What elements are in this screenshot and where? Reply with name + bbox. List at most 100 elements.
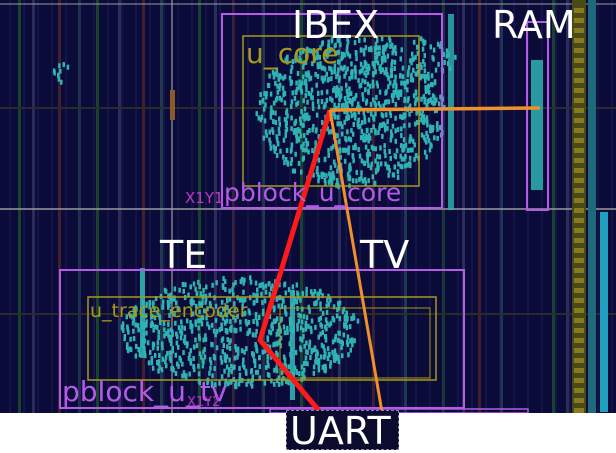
scattered-cell <box>432 47 436 53</box>
trace-placed-cell <box>324 351 327 357</box>
trace-placed-cell <box>240 297 244 303</box>
trace-placed-cell <box>335 355 338 361</box>
resource-column <box>462 0 465 413</box>
trace-placed-cell <box>240 276 244 282</box>
core-placed-cell <box>271 129 275 135</box>
scattered-cell <box>423 53 426 58</box>
trace-placed-cell <box>134 311 137 317</box>
core-placed-cell <box>323 156 327 162</box>
core-placed-cell <box>378 65 381 71</box>
core-placed-cell <box>342 102 345 108</box>
trace-placed-cell <box>252 352 255 358</box>
core-placed-cell <box>327 39 330 45</box>
trace-placed-cell <box>266 335 269 341</box>
core-placed-cell <box>343 158 347 164</box>
tv-annotation: TV <box>360 233 410 277</box>
core-placed-cell <box>363 37 366 43</box>
io-site <box>574 258 584 263</box>
trace-placed-cell <box>236 313 239 319</box>
core-placed-cell <box>369 102 373 107</box>
trace-placed-cell <box>310 349 313 355</box>
core-placed-cell <box>298 128 302 134</box>
io-site <box>574 268 584 273</box>
trace-placed-cell <box>350 316 353 322</box>
trace-placed-cell <box>280 304 284 310</box>
core-placed-cell <box>406 147 410 153</box>
core-placed-cell <box>387 99 391 105</box>
core-placed-cell <box>420 117 423 123</box>
core-placed-cell <box>385 67 388 73</box>
core-placed-cell <box>355 93 358 98</box>
trace-placed-cell <box>334 333 337 339</box>
core-placed-cell <box>341 147 345 153</box>
core-placed-cell <box>424 85 427 91</box>
core-placed-cell <box>399 143 403 149</box>
trace-placed-cell <box>187 292 190 298</box>
core-placed-cell <box>392 92 396 98</box>
core-placed-cell <box>407 69 410 75</box>
io-site <box>574 68 584 73</box>
trace-placed-cell <box>319 315 323 321</box>
trace-placed-cell <box>229 326 232 332</box>
core-placed-cell <box>336 182 340 188</box>
trace-placed-cell <box>179 335 183 341</box>
trace-placed-cell <box>225 354 229 360</box>
trace-placed-cell <box>345 317 349 323</box>
core-placed-cell <box>423 96 427 102</box>
trace-placed-cell <box>209 303 212 309</box>
scattered-cell <box>422 58 425 64</box>
core-placed-cell <box>318 54 321 60</box>
core-placed-cell <box>306 47 310 53</box>
core-placed-cell <box>378 89 382 95</box>
trace-placed-cell <box>203 308 206 314</box>
trace-placed-cell <box>181 361 184 367</box>
trace-placed-cell <box>293 296 297 302</box>
fpga-fabric[interactable] <box>0 0 616 413</box>
core-placed-cell <box>367 138 370 144</box>
core-placed-cell <box>433 108 437 114</box>
trace-placed-cell <box>214 317 218 323</box>
core-placed-cell <box>402 114 406 120</box>
trace-placed-cell <box>313 289 317 294</box>
trace-placed-cell <box>268 314 272 319</box>
trace-placed-cell <box>222 276 225 282</box>
core-placed-cell <box>337 49 341 55</box>
trace-placed-cell <box>243 364 246 370</box>
trace-placed-cell <box>240 348 244 354</box>
io-bank <box>600 212 608 412</box>
core-placed-cell <box>327 77 330 82</box>
core-placed-cell <box>357 147 360 152</box>
trace-placed-cell <box>178 355 181 361</box>
trace-placed-cell <box>221 315 225 321</box>
trace-placed-cell <box>329 360 332 366</box>
trace-placed-cell <box>323 348 326 354</box>
trace-placed-cell <box>197 279 200 285</box>
core-placed-cell <box>392 83 395 89</box>
core-placed-cell <box>439 125 442 130</box>
core-placed-cell <box>329 96 332 102</box>
core-placed-cell <box>364 87 367 93</box>
core-placed-cell <box>396 127 400 133</box>
scattered-cell <box>421 38 425 44</box>
trace-placed-cell <box>319 331 322 337</box>
io-site <box>574 248 584 253</box>
trace-placed-cell <box>202 337 205 343</box>
core-placed-cell <box>371 174 374 180</box>
core-placed-cell <box>331 97 334 103</box>
core-placed-cell <box>435 97 438 103</box>
trace-placed-cell <box>339 339 342 345</box>
core-placed-cell <box>368 151 372 157</box>
trace-placed-cell <box>234 344 237 350</box>
core-placed-cell <box>337 114 340 120</box>
core-placed-cell <box>378 45 381 51</box>
core-placed-cell <box>396 169 400 175</box>
trace-placed-cell <box>312 370 316 376</box>
core-placed-cell <box>351 131 355 137</box>
core-placed-cell <box>425 102 428 108</box>
pblock-uart <box>269 408 529 413</box>
core-placed-cell <box>374 102 377 108</box>
core-placed-cell <box>409 147 412 153</box>
resource-column <box>500 0 503 413</box>
core-placed-cell <box>348 86 351 92</box>
core-placed-cell <box>439 94 442 100</box>
